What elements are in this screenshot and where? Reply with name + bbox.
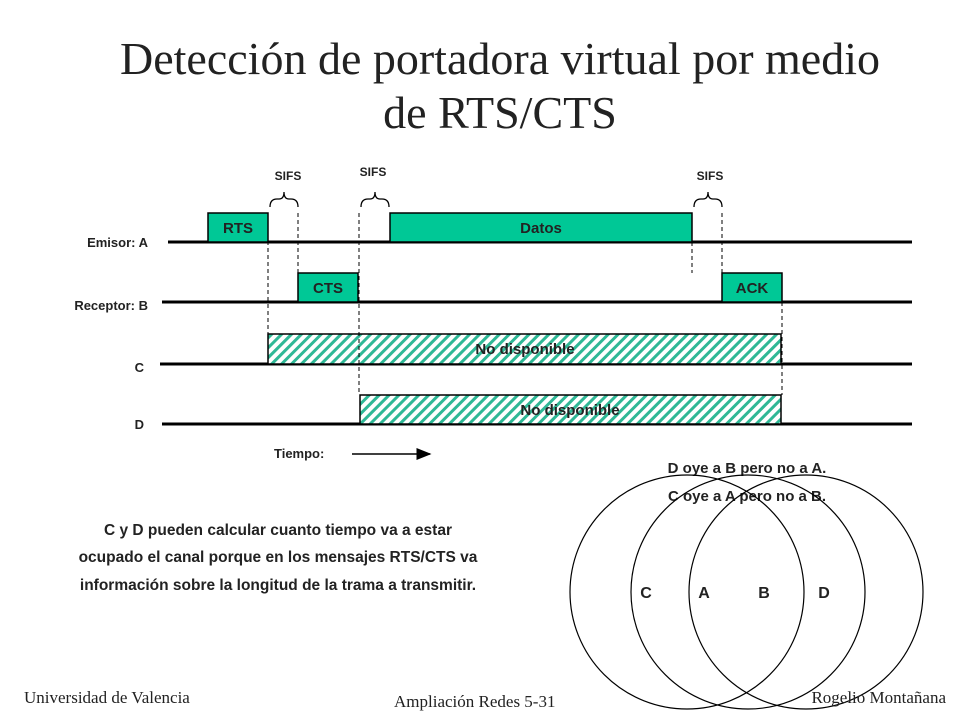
sifs-label-2: SIFS [360,165,387,179]
row-label-c: C [135,360,145,375]
time-label: Tiempo: [274,446,324,461]
node-d: D [818,585,830,602]
sifs-brace-3 [693,191,723,208]
node-c: C [640,585,652,602]
title-line-2: de RTS/CTS [383,87,617,138]
ack-label: ACK [736,280,769,297]
rts-label: RTS [223,220,253,237]
footer-university: Universidad de Valencia [24,688,190,707]
row-label-a: Emisor: A [87,235,149,250]
nav-block-d [359,394,782,425]
sifs-label-1: SIFS [275,169,302,183]
sifs-brace-1 [269,191,299,208]
footer-slide-number: Ampliación Redes 5-31 [394,692,556,711]
nav-block-c [267,333,782,365]
sifs-brace-2 [360,191,390,208]
ack-frame [721,272,783,303]
slide-title: Detección de portadora virtual por medio… [80,32,920,140]
cts-frame [297,272,359,303]
coverage-circle-a [630,474,866,710]
nav-label-c: No disponible [475,341,574,358]
note-line-3: información sobre la longitud de la tram… [80,577,476,594]
coverage-line-2: C oye a A pero no a B. [668,488,826,505]
coverage-circle-c [569,474,805,710]
note-line-1: C y D pueden calcular cuanto tiempo va a… [104,522,452,539]
row-label-d: D [135,417,144,432]
rts-frame [207,212,269,243]
row-label-b: Receptor: B [74,298,148,313]
cts-label: CTS [313,280,343,297]
sifs-label-3: SIFS [697,169,724,183]
title-line-1: Detección de portadora virtual por medio [120,33,880,84]
footer-author: Rogelio Montañana [811,688,946,707]
data-label: Datos [520,220,562,237]
data-frame [389,212,693,243]
coverage-circle-b [688,474,924,710]
node-a: A [698,585,710,602]
note-line-2: ocupado el canal porque en los mensajes … [79,549,478,566]
node-b: B [758,585,770,602]
nav-label-d: No disponible [520,402,619,419]
coverage-line-1: D oye a B pero no a A. [668,460,827,477]
